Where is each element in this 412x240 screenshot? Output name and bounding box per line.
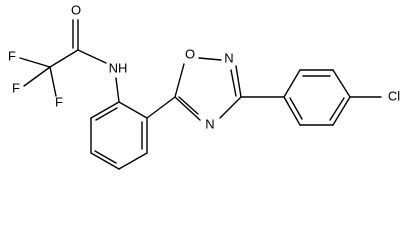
bond-ox-n-c5-b xyxy=(178,96,199,115)
bond-ox-n-c3-a xyxy=(235,65,242,98)
atom-labels: O NH F F F O N N Cl xyxy=(8,2,400,131)
bond-ph-inner-c xyxy=(95,107,118,121)
bonds xyxy=(19,19,382,170)
atom-f-2: F xyxy=(12,80,20,95)
bond-cp-4 xyxy=(332,96,351,126)
atom-o-carbonyl: O xyxy=(71,2,81,17)
bond-ox-c5-o xyxy=(174,63,185,98)
atom-n-ring-bottom: N xyxy=(205,116,214,131)
atom-nh-amide: NH xyxy=(109,60,128,75)
atom-n-ring-top: N xyxy=(224,50,233,65)
bond-ph-4 xyxy=(90,152,120,170)
bond-c-f1 xyxy=(19,57,51,68)
bond-cp-inner-b xyxy=(329,97,345,121)
bond-c-f3 xyxy=(49,66,57,97)
bond-cp-3 xyxy=(332,69,351,98)
bond-ox-o-n xyxy=(198,57,222,61)
bond-phenyl-oxadiazole xyxy=(146,96,176,119)
atom-f-3: F xyxy=(55,94,63,109)
bond-ph-1 xyxy=(118,101,148,119)
bond-ph-inner-b xyxy=(94,150,117,164)
bond-cp-1 xyxy=(283,69,301,98)
bond-ox-n-c5-a xyxy=(174,96,201,121)
bond-ox-c3-n xyxy=(219,96,242,119)
bond-carbonyl-cf3 xyxy=(49,49,79,68)
bond-ph-6 xyxy=(90,101,120,119)
bond-cp-inner-c xyxy=(289,97,303,120)
bond-carbonyl-n xyxy=(77,49,107,64)
bond-ox-n-c3-b xyxy=(230,69,237,97)
bond-cp-6 xyxy=(283,96,301,126)
molecule-diagram: O NH F F F O N N Cl xyxy=(8,2,400,170)
bond-n-phenyl xyxy=(115,77,120,103)
atom-f-1: F xyxy=(8,48,16,63)
atom-o-ring: O xyxy=(185,46,195,61)
bond-c-f2 xyxy=(23,66,51,87)
atom-cl: Cl xyxy=(388,88,400,103)
bond-ph-3 xyxy=(118,152,148,170)
